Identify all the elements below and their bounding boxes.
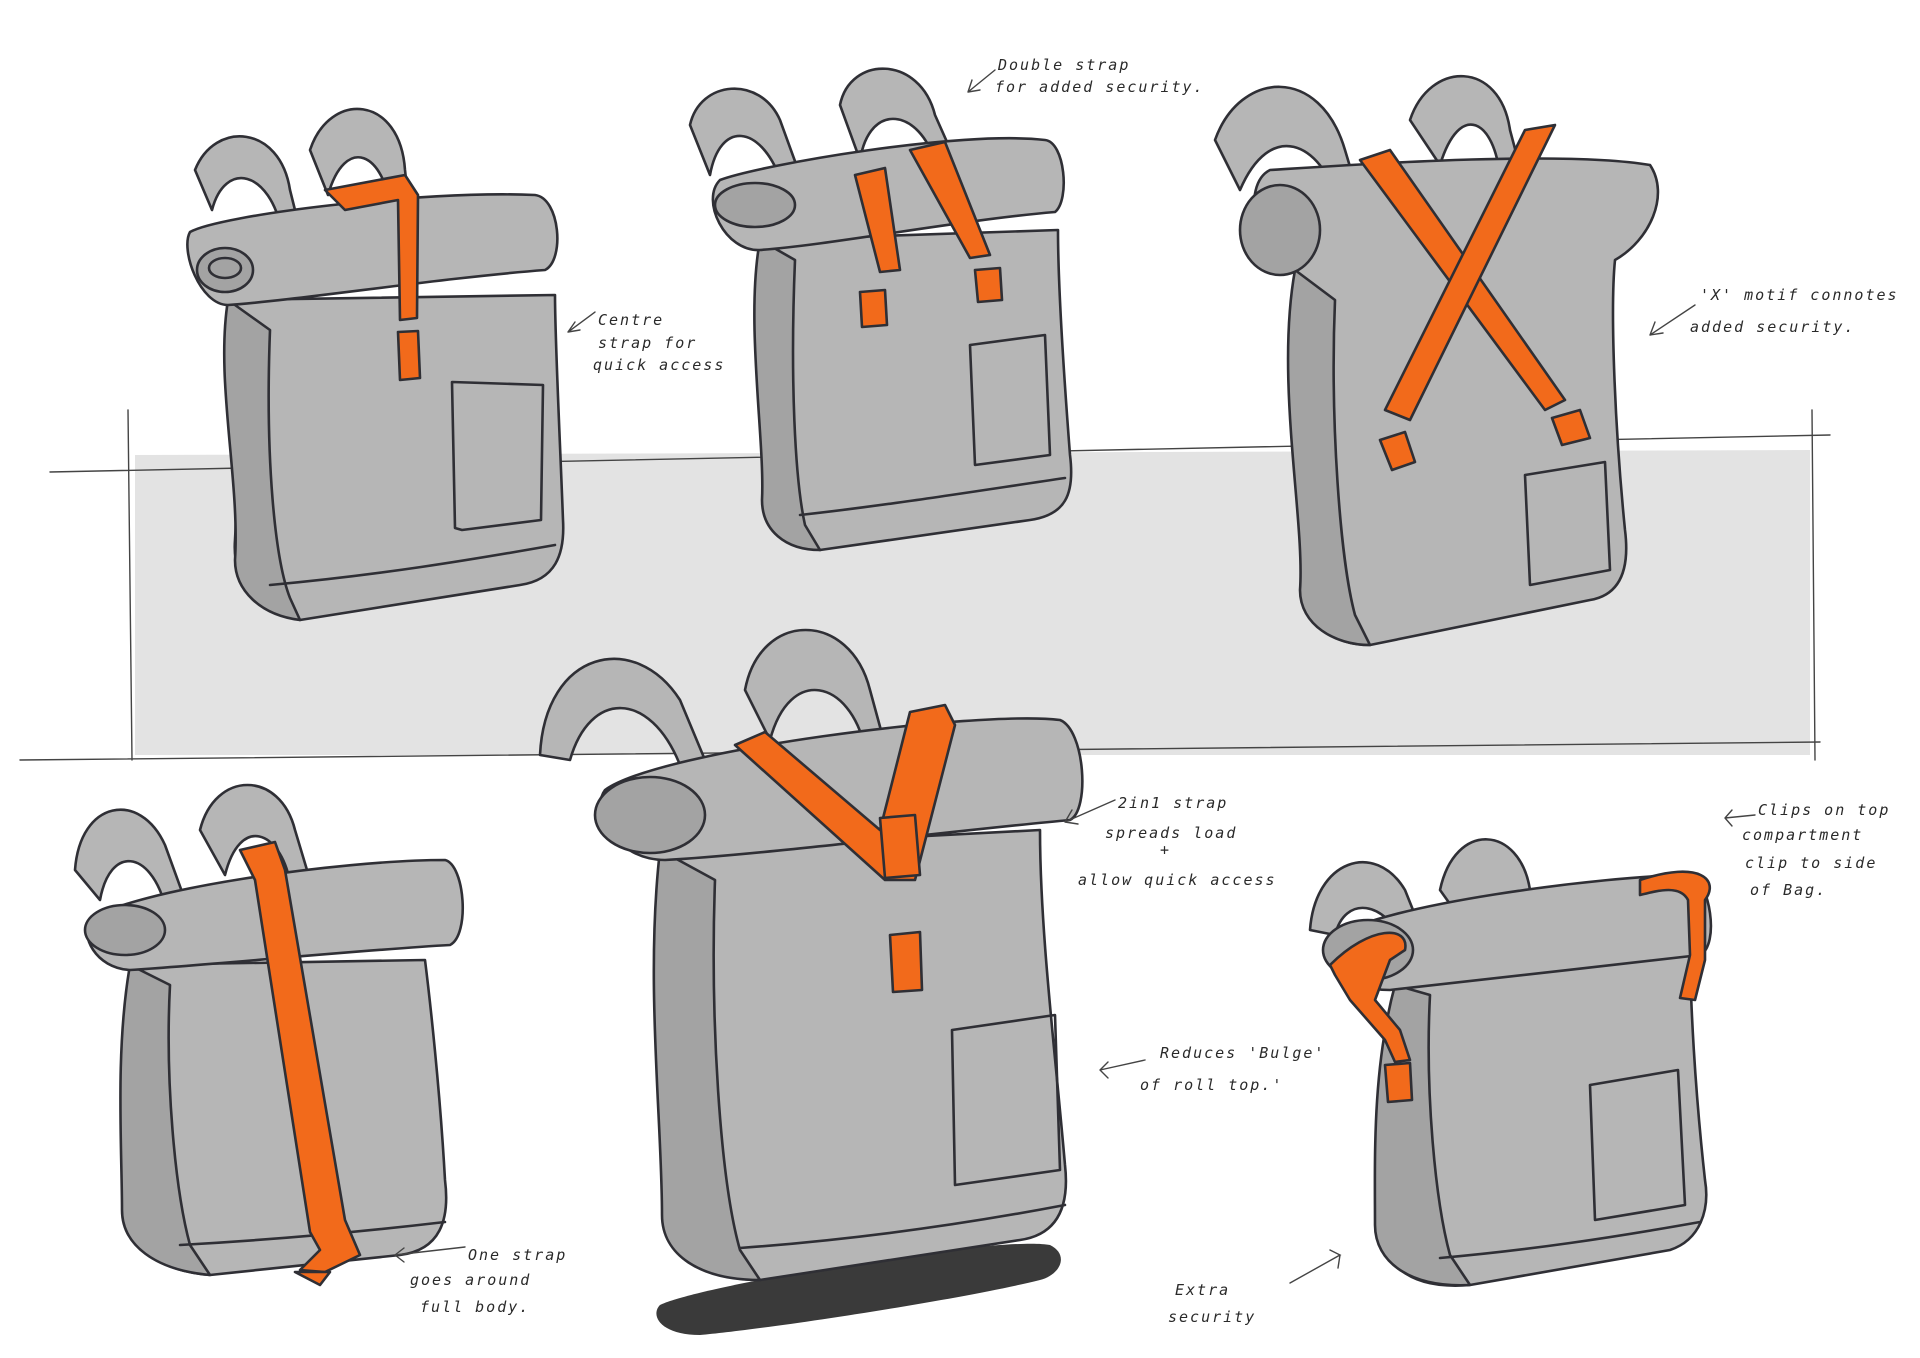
- note-line: quick access: [593, 356, 725, 374]
- annotation-x-motif: 'X' motif connotes added security.: [1690, 286, 1899, 336]
- note-line: clip to side: [1745, 854, 1877, 872]
- note-line: allow quick access: [1078, 871, 1277, 889]
- note-line: One strap: [468, 1246, 567, 1264]
- annotation-one-strap: One strap goes around full body.: [410, 1246, 567, 1316]
- note-line: security: [1168, 1308, 1256, 1326]
- note-line: Double strap: [997, 56, 1130, 74]
- annotation-clips-on-top: Clips on top compartment clip to side of…: [1742, 801, 1890, 899]
- note-line: of roll top.': [1140, 1076, 1283, 1094]
- annotation-centre-strap: Centre strap for quick access: [593, 311, 725, 374]
- note-line: 'X' motif connotes: [1700, 286, 1899, 304]
- note-line: Centre: [598, 311, 664, 329]
- annotation-arrows: [394, 69, 1756, 1284]
- backpack-one-strap: [73, 783, 465, 1287]
- note-line: added security.: [1690, 318, 1855, 336]
- note-line: +: [1160, 841, 1171, 859]
- backpack-clips-on-top: [1308, 838, 1713, 1287]
- note-line: Reduces 'Bulge': [1160, 1044, 1325, 1062]
- backpack-double-strap: [688, 67, 1073, 552]
- note-line: full body.: [420, 1298, 530, 1316]
- annotation-two-in-one: 2in1 strap spreads load + allow quick ac…: [1078, 794, 1277, 889]
- note-line: strap for: [598, 334, 697, 352]
- note-line: goes around: [410, 1271, 531, 1289]
- note-line: for added security.: [995, 78, 1205, 96]
- note-line: compartment: [1742, 826, 1863, 844]
- backpack-two-in-one-strap: [538, 628, 1084, 1335]
- annotation-extra-security: Extra security: [1168, 1281, 1256, 1326]
- backpack-centre-strap: [186, 107, 565, 622]
- note-line: spreads load: [1105, 824, 1237, 842]
- note-line: Clips on top: [1758, 801, 1890, 819]
- note-line: 2in1 strap: [1118, 794, 1228, 812]
- annotation-double-strap: Double strap for added security.: [995, 56, 1205, 96]
- note-line: Extra: [1175, 1281, 1230, 1299]
- note-line: of Bag.: [1750, 881, 1827, 899]
- annotation-reduces-bulge: Reduces 'Bulge' of roll top.': [1140, 1044, 1325, 1094]
- backpack-x-motif: [1213, 74, 1660, 647]
